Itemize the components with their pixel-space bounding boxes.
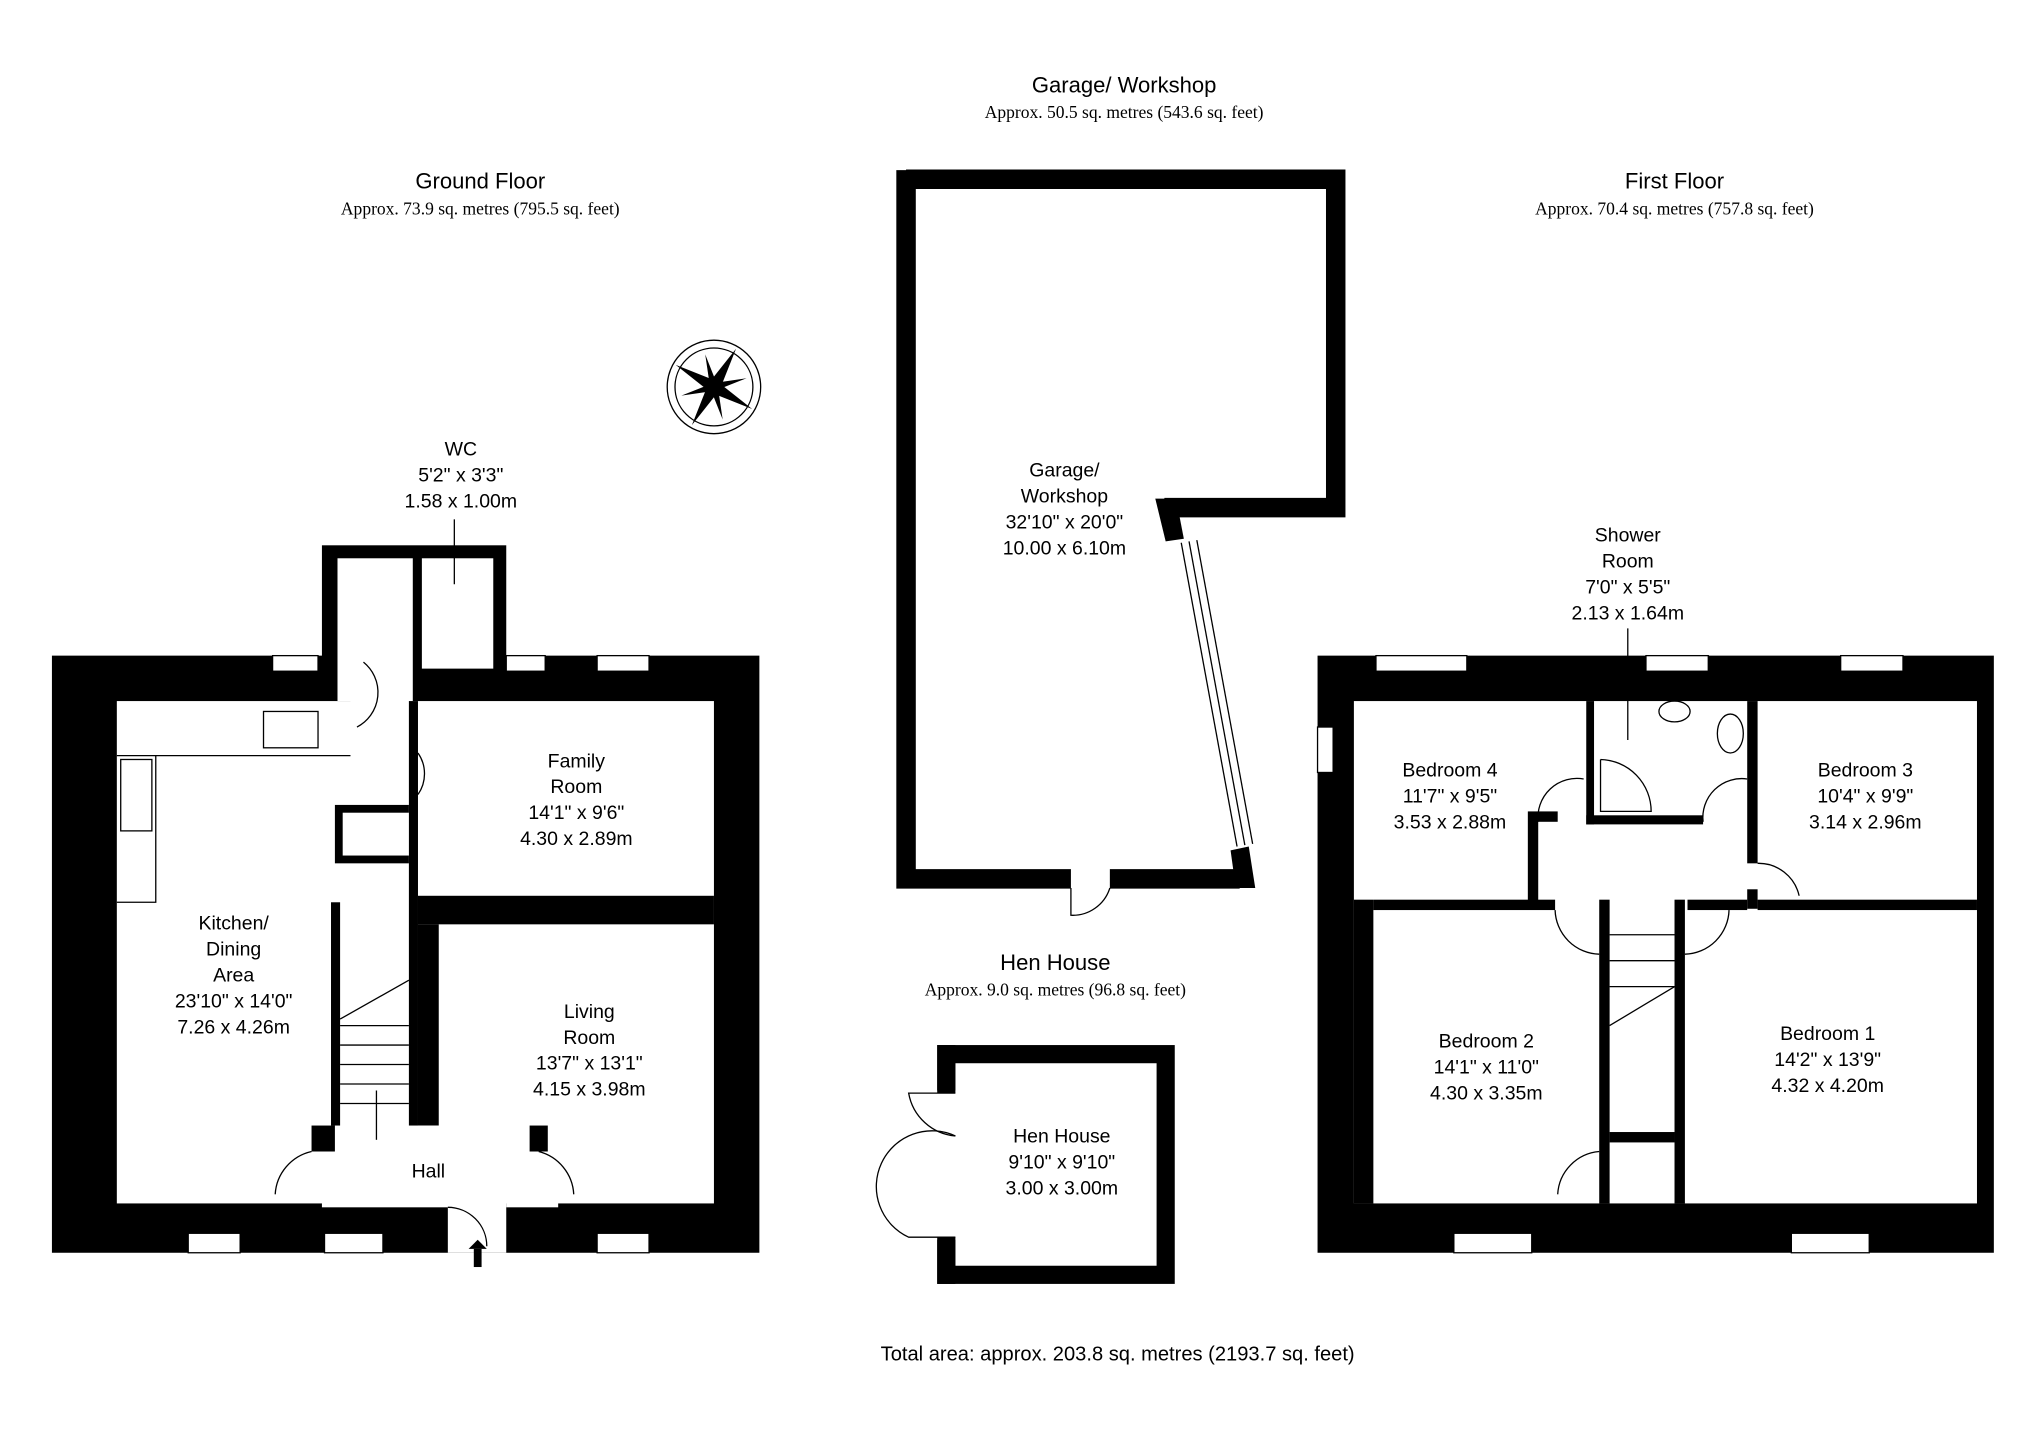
- svg-text:23'10" x 14'0": 23'10" x 14'0": [175, 990, 293, 1012]
- first-floor-plan: [1316, 654, 1994, 1254]
- first-floor-title: First Floor: [1625, 168, 1724, 193]
- hen-house-title: Hen House: [1000, 950, 1110, 975]
- front-door: [447, 1206, 488, 1247]
- room-label-family: Family Room 14'1" x 9'6" 4.30 x 2.89m: [520, 750, 633, 850]
- svg-text:Family: Family: [548, 750, 606, 772]
- svg-text:Kitchen/: Kitchen/: [198, 913, 269, 935]
- svg-text:WC: WC: [445, 439, 477, 461]
- svg-text:3.14 x 2.96m: 3.14 x 2.96m: [1809, 811, 1922, 833]
- room-label-hall: Hall: [412, 1160, 446, 1182]
- room-label-living: Living Room 13'7" x 13'1" 4.15 x 3.98m: [533, 1001, 646, 1101]
- svg-text:4.32 x 4.20m: 4.32 x 4.20m: [1771, 1075, 1884, 1097]
- room-label-bedroom-3: Bedroom 3 10'4" x 9'9" 3.14 x 2.96m: [1809, 759, 1922, 833]
- svg-text:Bedroom 3: Bedroom 3: [1818, 759, 1913, 781]
- total-area: Total area: approx. 203.8 sq. metres (21…: [881, 1343, 1355, 1365]
- room-label-bedroom-4: Bedroom 4 11'7" x 9'5" 3.53 x 2.88m: [1394, 759, 1507, 833]
- svg-text:4.15 x 3.98m: 4.15 x 3.98m: [533, 1079, 646, 1101]
- svg-text:1.58 x 1.00m: 1.58 x 1.00m: [405, 491, 518, 513]
- svg-text:14'2" x 13'9": 14'2" x 13'9": [1774, 1049, 1881, 1071]
- room-label-shower: Shower Room 7'0" x 5'5" 2.13 x 1.64m: [1572, 524, 1685, 741]
- svg-text:Shower: Shower: [1595, 524, 1662, 546]
- svg-text:32'10" x 20'0": 32'10" x 20'0": [1006, 511, 1124, 533]
- svg-text:Bedroom 2: Bedroom 2: [1439, 1031, 1534, 1053]
- svg-text:Hen House: Hen House: [1013, 1125, 1110, 1147]
- room-label-bedroom-2: Bedroom 2 14'1" x 11'0" 4.30 x 3.35m: [1430, 1031, 1543, 1105]
- garage-plan: [896, 169, 1346, 916]
- svg-text:Room: Room: [1602, 550, 1654, 572]
- svg-text:14'1" x 11'0": 14'1" x 11'0": [1434, 1057, 1539, 1079]
- svg-text:3.00 x 3.00m: 3.00 x 3.00m: [1006, 1177, 1119, 1199]
- hen-house-plan: [875, 1045, 1175, 1284]
- room-label-bedroom-1: Bedroom 1 14'2" x 13'9" 4.32 x 4.20m: [1771, 1023, 1884, 1097]
- svg-text:2.13 x 1.64m: 2.13 x 1.64m: [1572, 602, 1685, 624]
- hob-icon: [120, 758, 153, 832]
- room-label-garage: Garage/ Workshop 32'10" x 20'0" 10.00 x …: [1003, 460, 1126, 560]
- svg-text:Living: Living: [564, 1001, 615, 1023]
- compass-rose-icon: [666, 339, 762, 435]
- svg-text:3.53 x 2.88m: 3.53 x 2.88m: [1394, 811, 1507, 833]
- room-label-wc: WC 5'2" x 3'3" 1.58 x 1.00m: [405, 439, 518, 585]
- svg-text:10'4" x 9'9": 10'4" x 9'9": [1817, 785, 1913, 807]
- svg-text:Room: Room: [550, 776, 602, 798]
- svg-text:Workshop: Workshop: [1021, 485, 1108, 507]
- ground-floor-area: Approx. 73.9 sq. metres (795.5 sq. feet): [341, 198, 620, 218]
- svg-text:Area: Area: [213, 964, 254, 986]
- svg-text:Room: Room: [563, 1027, 615, 1049]
- room-label-kitchen: Kitchen/ Dining Area 23'10" x 14'0" 7.26…: [175, 913, 293, 1039]
- first-floor-area: Approx. 70.4 sq. metres (757.8 sq. feet): [1535, 198, 1814, 218]
- svg-text:Bedroom 4: Bedroom 4: [1402, 759, 1497, 781]
- svg-text:Bedroom 1: Bedroom 1: [1780, 1023, 1875, 1045]
- garage-title: Garage/ Workshop: [1032, 72, 1217, 97]
- sink-icon: [262, 710, 319, 749]
- hen-house-area: Approx. 9.0 sq. metres (96.8 sq. feet): [925, 980, 1186, 1000]
- svg-text:7.26 x 4.26m: 7.26 x 4.26m: [177, 1016, 290, 1038]
- svg-text:9'10" x 9'10": 9'10" x 9'10": [1008, 1151, 1115, 1173]
- svg-text:10.00 x 6.10m: 10.00 x 6.10m: [1003, 537, 1126, 559]
- room-label-hen-house: Hen House 9'10" x 9'10" 3.00 x 3.00m: [1006, 1125, 1119, 1199]
- svg-text:13'7" x 13'1": 13'7" x 13'1": [536, 1053, 643, 1075]
- svg-text:Garage/: Garage/: [1029, 460, 1100, 482]
- svg-text:Dining: Dining: [206, 938, 261, 960]
- svg-text:4.30 x 3.35m: 4.30 x 3.35m: [1430, 1083, 1543, 1105]
- entrance-arrow-icon: [468, 1239, 487, 1249]
- svg-text:4.30 x 2.89m: 4.30 x 2.89m: [520, 828, 633, 850]
- ground-floor-title: Ground Floor: [415, 168, 545, 193]
- garage-area: Approx. 50.5 sq. metres (543.6 sq. feet): [985, 102, 1264, 122]
- svg-text:14'1" x 9'6": 14'1" x 9'6": [528, 802, 624, 824]
- svg-text:5'2" x 3'3": 5'2" x 3'3": [418, 465, 503, 487]
- svg-text:11'7" x 9'5": 11'7" x 9'5": [1403, 785, 1498, 807]
- ground-floor-plan: [51, 545, 760, 1268]
- svg-text:7'0" x 5'5": 7'0" x 5'5": [1585, 576, 1670, 598]
